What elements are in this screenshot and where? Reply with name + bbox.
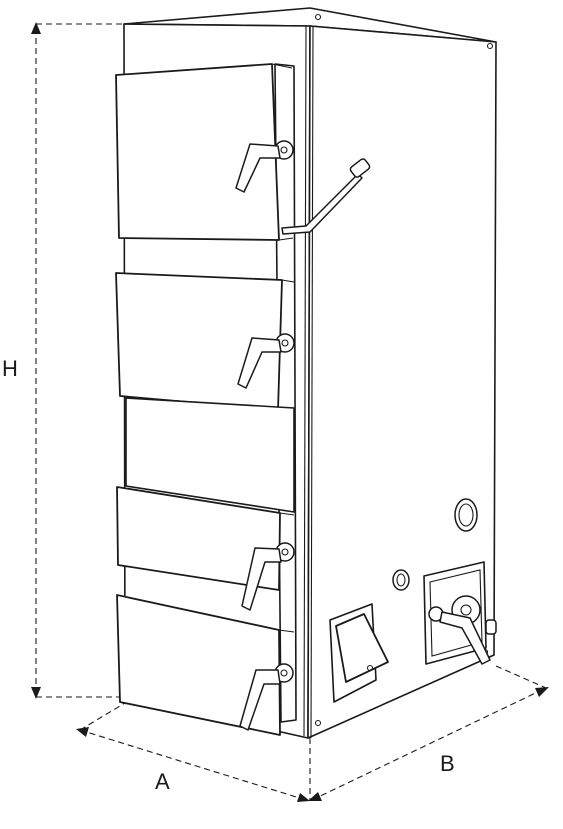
air-flap	[329, 603, 389, 703]
width-label: A	[155, 769, 170, 794]
upper-door	[115, 63, 294, 241]
bottom-door	[116, 594, 295, 736]
fan-unit	[423, 561, 497, 665]
flue-port-icon	[454, 498, 478, 532]
blank-panel	[125, 397, 295, 513]
screw-icon	[486, 42, 494, 50]
height-label: H	[2, 356, 18, 381]
width-dimension: A	[76, 699, 310, 802]
door-handle-icon	[241, 542, 295, 611]
screw-icon	[314, 719, 322, 727]
height-dimension: H	[2, 22, 126, 699]
side-panel	[307, 25, 497, 739]
depth-dimension: B	[308, 665, 549, 801]
door-handle-icon	[237, 333, 295, 389]
door-handle-icon	[235, 140, 294, 193]
depth-label: B	[440, 751, 455, 776]
draft-lever-icon	[281, 158, 371, 235]
screw-icon	[314, 13, 322, 21]
ash-door	[116, 486, 295, 591]
door-handle-icon	[239, 663, 294, 731]
sensor-port-icon	[392, 569, 410, 591]
